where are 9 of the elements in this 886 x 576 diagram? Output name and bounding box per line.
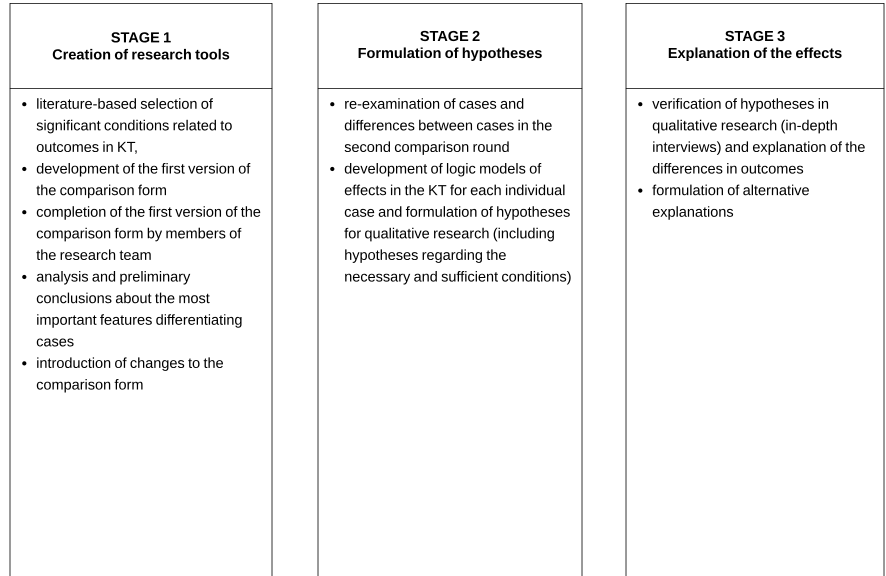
bullet-list-panel: re-examination of cases and differences between cases in the second comparison round development of logic models of effects in the KT for each individual case and formulation of hypotheses for qualitative research (including hypotheses regarding the necessary and sufficient conditions)	[318, 88, 582, 576]
column-header-box: STAGE 2 Formulation of hypotheses	[318, 3, 582, 89]
column-header-box: STAGE 1 Creation of research tools	[10, 3, 272, 89]
node-label: development of logic models of effects in the KT for each individual case and formulation of hypotheses for qualitative research (including hypotheses regarding the necessary and sufficient conditions)	[344, 163, 571, 285]
node-label: formulation of alternative explanations	[652, 184, 809, 220]
bullet-list-panel: verification of hypotheses in qualitative research (in-depth interviews) and explanation of the differences in outcomes formulation of alternative explanations	[626, 88, 884, 576]
column-header-box: STAGE 3 Explanation of the effects	[626, 3, 884, 89]
node-label: introduction of changes to the comparison form	[36, 357, 223, 393]
bullet-list-panel: literature-based selection of significant conditions related to outcomes in KT, development of the first version of the comparison form completion of the first version of the comparison form by members of the research team analysis and preliminary conclusions about the most important features differentiating cases introduction of changes to the comparison form	[10, 88, 272, 576]
